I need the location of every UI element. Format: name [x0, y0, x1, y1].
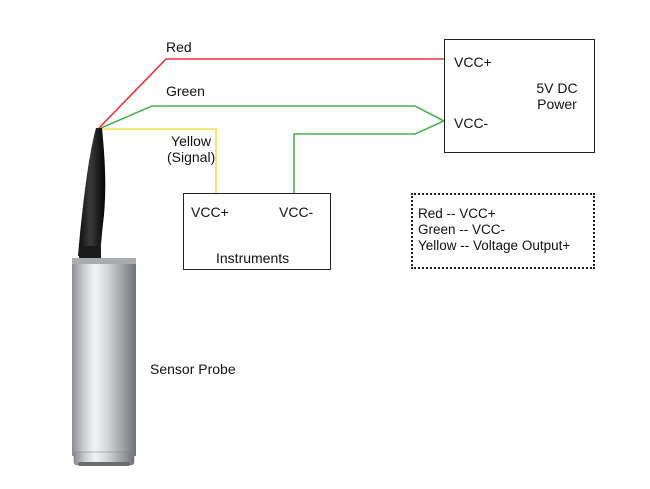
legend-item-red: Red -- VCC+ — [418, 206, 496, 221]
power-title-line1: 5V DC — [536, 80, 578, 96]
instruments-vcc-plus-label: VCC+ — [191, 204, 229, 220]
yellow-label-line2: (Signal) — [167, 149, 216, 165]
legend-item-green: Green -- VCC- — [418, 222, 506, 237]
instruments-box: VCC+ VCC- Instruments — [183, 193, 331, 270]
green-wire-label: Green — [166, 83, 205, 99]
probe-tip-ring — [78, 462, 130, 466]
legend-item-yellow: Yellow -- Voltage Output+ — [418, 238, 571, 253]
power-vcc-minus-label: VCC- — [454, 115, 489, 131]
yellow-wire-label: Yellow (Signal) — [167, 133, 215, 165]
probe-cable — [78, 128, 106, 256]
red-wire-label: Red — [166, 39, 192, 55]
green-wire-power — [100, 105, 446, 193]
power-vcc-plus-label: VCC+ — [454, 54, 492, 70]
power-title: 5V DC Power — [531, 80, 583, 112]
power-supply-box: VCC+ VCC- 5V DC Power — [444, 39, 595, 153]
yellow-label-line1: Yellow — [171, 133, 211, 149]
red-wire — [98, 58, 444, 129]
instruments-title: Instruments — [216, 250, 290, 266]
power-title-line2: Power — [537, 96, 577, 112]
probe-body — [72, 260, 136, 456]
instruments-vcc-minus-label: VCC- — [279, 204, 314, 220]
sensor-probe-label: Sensor Probe — [150, 361, 236, 377]
yellow-wire — [101, 128, 217, 193]
probe-collar — [72, 258, 136, 264]
wire-legend: Red -- VCC+ Green -- VCC- Yellow -- Volt… — [411, 193, 595, 269]
